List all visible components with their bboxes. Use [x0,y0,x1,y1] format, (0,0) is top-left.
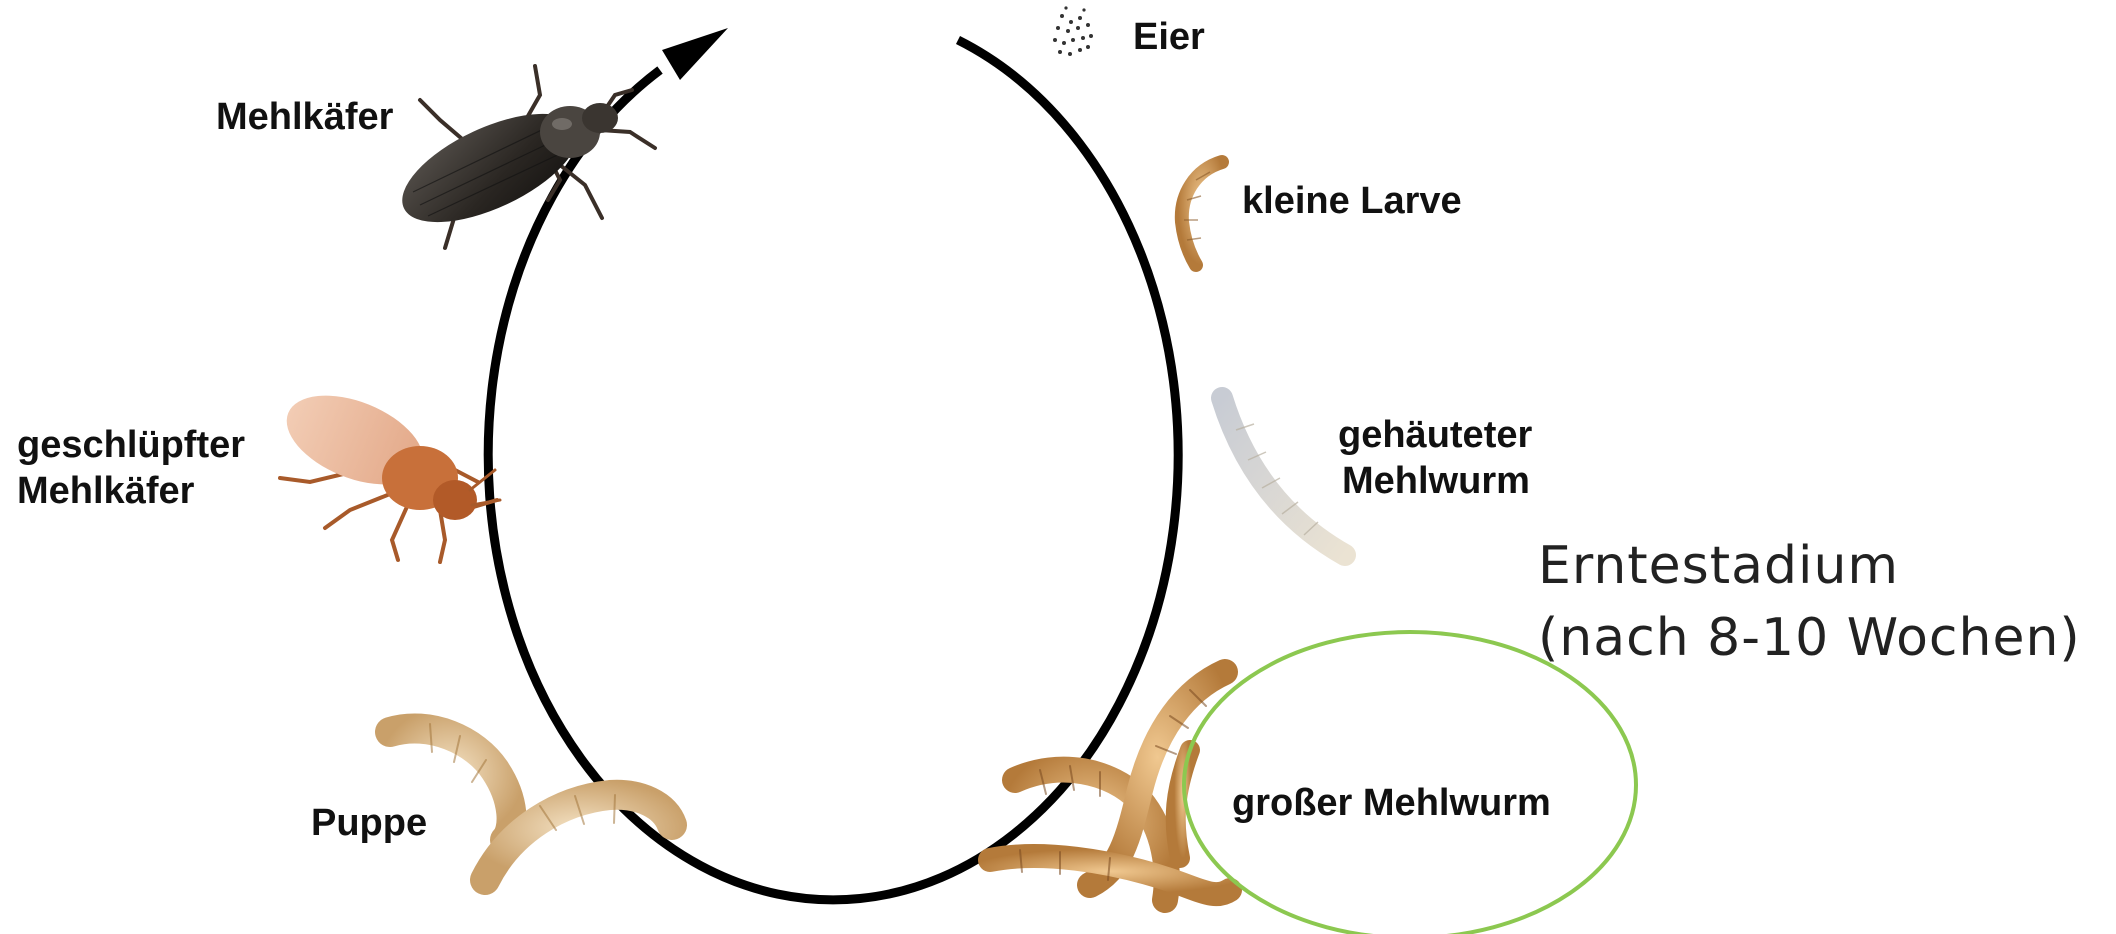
hatched-beetle-icon [274,378,500,562]
molted-mealworm-label: gehäuteter Mehlwurm [1338,412,1532,504]
harvest-note-line2: (nach 8-10 Wochen) [1538,602,2081,674]
hatched-beetle-label-line2: Mehlkäfer [17,468,245,514]
cycle-arrow-head [662,28,728,80]
molted-mealworm-label-line1: gehäuteter [1338,412,1532,458]
harvest-note-line1: Erntestadium [1538,530,2081,602]
molted-mealworm-icon [1222,398,1345,555]
pupa-label: Puppe [311,800,427,846]
eggs-label: Eier [1133,14,1205,60]
hatched-beetle-label: geschlüpfter Mehlkäfer [17,422,245,514]
molted-mealworm-label-line2: Mehlwurm [1342,458,1532,504]
large-mealworm-label: großer Mehlwurm [1232,780,1551,826]
beetle-icon [387,66,655,248]
hatched-beetle-label-line1: geschlüpfter [17,422,245,468]
small-larva-label: kleine Larve [1242,178,1462,224]
pupa-icon [390,724,672,880]
harvest-note: Erntestadium (nach 8-10 Wochen) [1538,530,2081,674]
beetle-label: Mehlkäfer [216,94,393,140]
eggs-icon [1053,6,1093,56]
large-mealworm-icon [990,672,1230,900]
